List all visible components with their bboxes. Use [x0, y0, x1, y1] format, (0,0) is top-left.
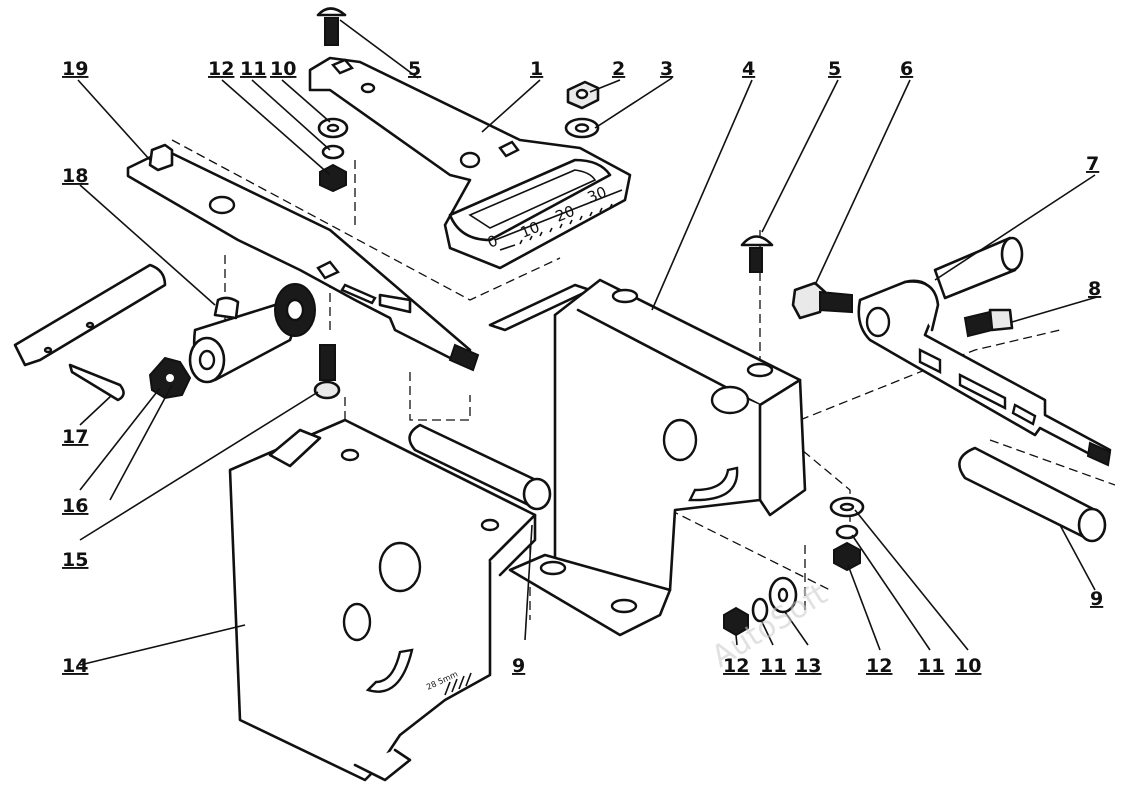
label-9-right: 9 [1090, 588, 1103, 610]
gear-disc [274, 283, 316, 337]
label-15: 15 [62, 549, 88, 571]
label-16: 16 [62, 495, 88, 517]
part-12-nut-right [833, 541, 861, 572]
part-4-bracket [488, 278, 807, 637]
part-6-bolt [791, 281, 853, 320]
part-labels: 1 2 3 4 5 5 6 7 8 9 9 10 10 11 11 11 12 … [62, 58, 1103, 677]
part-8-bolt [963, 308, 1014, 338]
label-18: 18 [62, 165, 88, 187]
part-10-washer-left [317, 117, 349, 139]
label-5-right: 5 [828, 58, 841, 80]
label-3: 3 [660, 58, 673, 80]
scale-mark-10: 10 [518, 218, 542, 242]
scale-mark-20: 20 [553, 202, 577, 226]
label-8: 8 [1088, 278, 1101, 300]
part-11-lockwasher-left [321, 144, 345, 160]
part-1-scale-arm: 0 10 20 30 [308, 56, 632, 270]
part-2-nut [566, 80, 600, 110]
label-9-center: 9 [512, 655, 525, 677]
part-13-washer [768, 576, 798, 614]
label-17: 17 [62, 426, 88, 448]
label-12-bottom-a: 12 [723, 655, 749, 677]
label-2: 2 [612, 58, 625, 80]
part-15-bolt [313, 344, 341, 400]
label-7: 7 [1086, 153, 1099, 175]
part-11-lockwasher-bottom [751, 597, 769, 623]
label-5-top: 5 [408, 58, 421, 80]
part-19-slotted-bar [126, 143, 480, 372]
label-11-bottom-b: 11 [918, 655, 944, 677]
part-11-lockwasher-right [835, 524, 859, 540]
tube-left [13, 263, 167, 367]
part-17-cotter-pin [68, 363, 125, 402]
leader-lines [77, 19, 1098, 666]
label-12-bottom-b: 12 [866, 655, 892, 677]
rod-right-top [933, 236, 1024, 300]
part-5-carriage-bolt-right [740, 235, 774, 273]
part-9-bar-center [408, 423, 552, 511]
part-12-nut-bottom [723, 606, 749, 637]
label-14: 14 [62, 655, 88, 677]
part-3-washer [564, 117, 600, 139]
label-19: 19 [62, 58, 88, 80]
label-11-bottom-a: 11 [760, 655, 786, 677]
label-1: 1 [530, 58, 543, 80]
part-5-carriage-bolt-top [316, 7, 347, 46]
label-12-top: 12 [208, 58, 234, 80]
scale-mark-30: 30 [585, 183, 609, 207]
label-10-top: 10 [270, 58, 296, 80]
construction-lines [171, 139, 1116, 620]
part-7-lever-arm [857, 279, 1112, 467]
part-10-washer-right [829, 496, 865, 518]
part-9-bar-right [958, 446, 1107, 543]
label-4: 4 [742, 58, 755, 80]
label-10-bottom: 10 [955, 655, 981, 677]
label-6: 6 [900, 58, 913, 80]
label-13: 13 [795, 655, 821, 677]
part-14-mounting-plate: 28 5mm [228, 418, 537, 782]
label-11-top: 11 [240, 58, 266, 80]
